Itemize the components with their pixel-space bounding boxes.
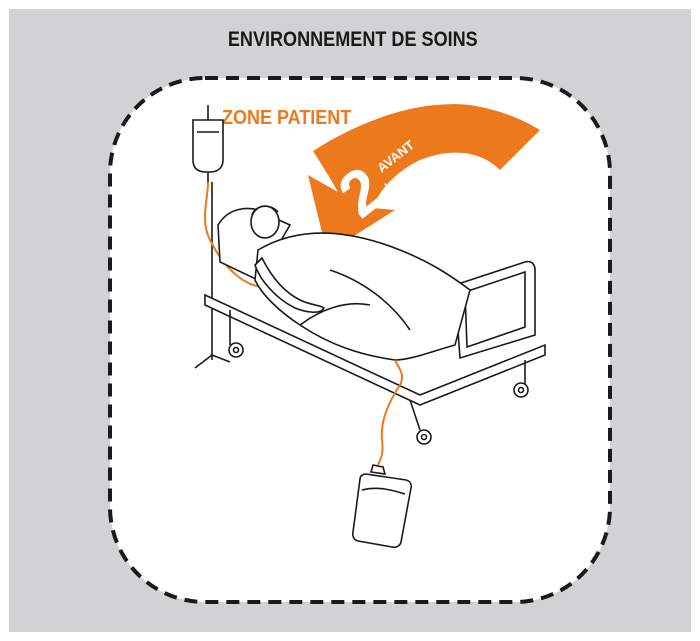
zone-patient-label: ZONE PATIENT bbox=[222, 107, 352, 129]
